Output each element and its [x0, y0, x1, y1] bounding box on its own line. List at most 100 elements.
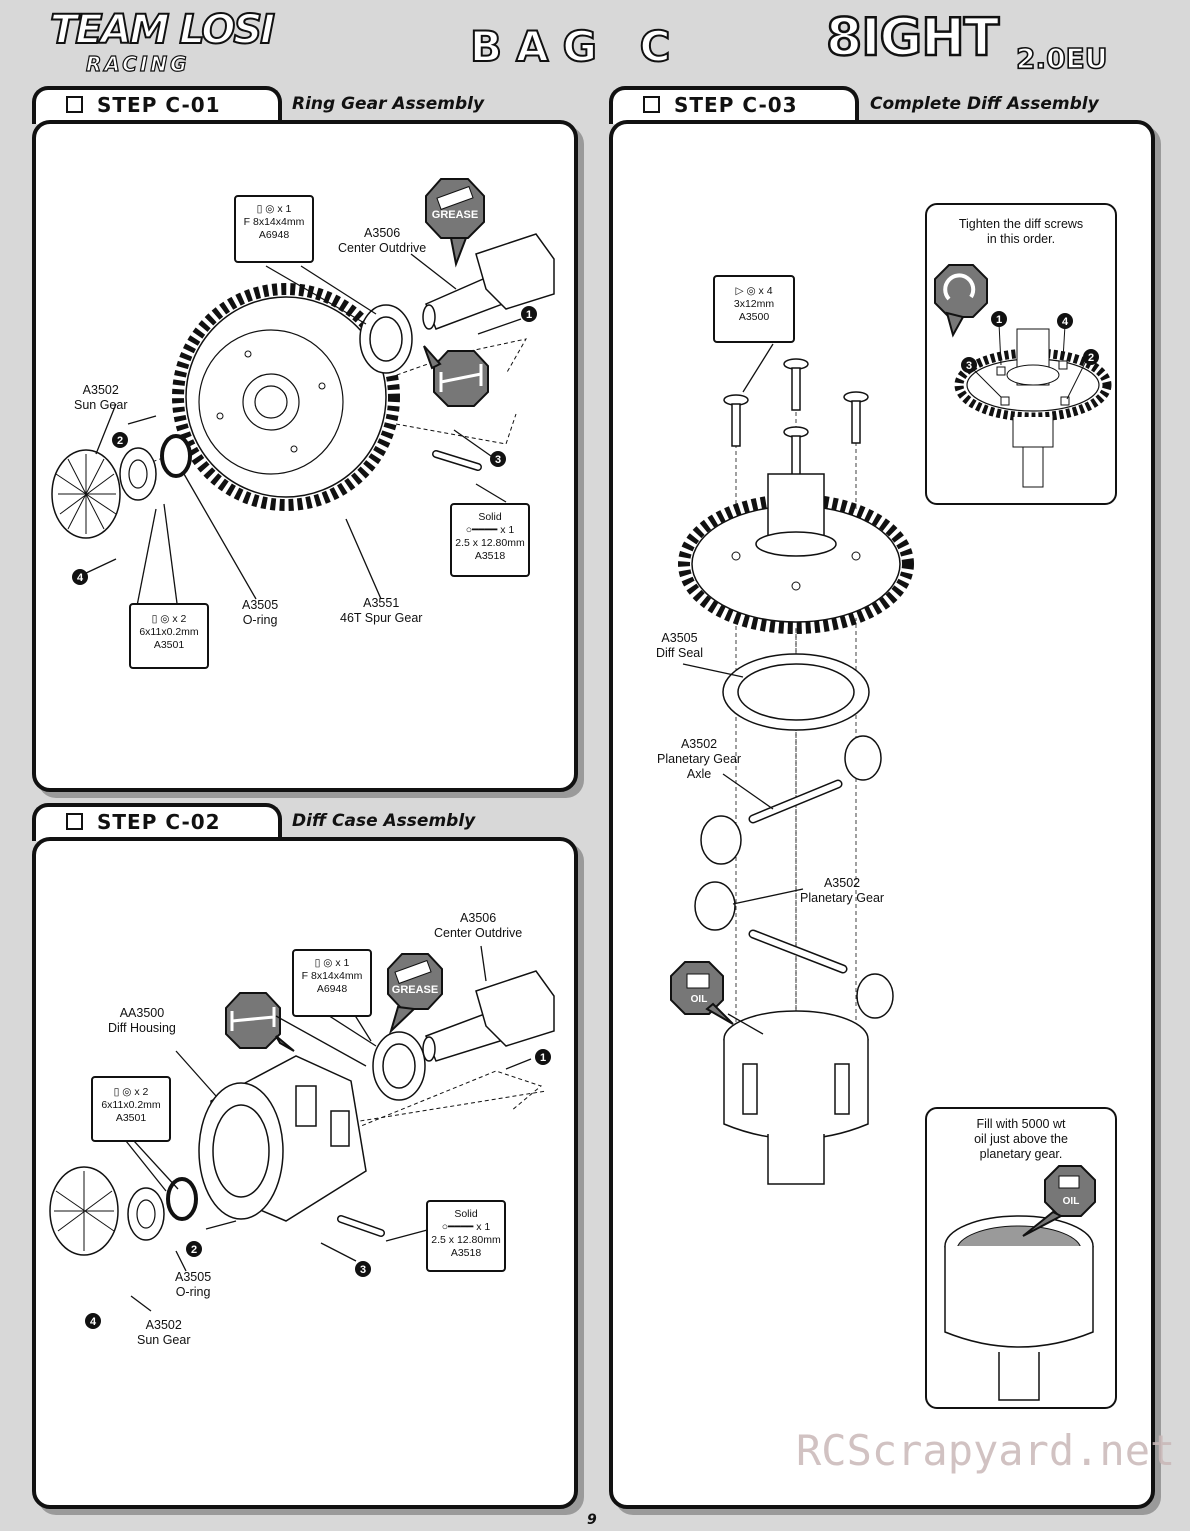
axle-name-1: Planetary Gear	[657, 752, 742, 766]
oil-fill-inset: Fill with 5000 wt oil just above the pla…	[925, 1107, 1117, 1409]
sun-gear-icon	[51, 449, 121, 539]
outdrive-part: A3506	[460, 911, 497, 925]
step-c02-diagram: GREASE 1 2 3 4	[49, 945, 555, 1329]
shim-thumb-icon: ▯ ◎	[151, 613, 170, 625]
tighten-note-2: in this order.	[986, 232, 1056, 246]
diff-housing-icon	[723, 1010, 869, 1185]
callout-3: 3	[490, 451, 506, 467]
bag-title: BAG C	[469, 21, 685, 72]
hw-type: Solid	[478, 511, 502, 523]
oil-icon: OIL	[1022, 1165, 1096, 1237]
hw-qty: x 1	[500, 524, 515, 536]
oil-icon: OIL	[670, 961, 734, 1025]
sun-gear-label-c02: A3502 Sun Gear	[137, 1318, 191, 1348]
svg-text:4: 4	[77, 572, 84, 584]
planetary-part: A3502	[823, 876, 861, 890]
outdrive-name: Center Outdrive	[434, 926, 523, 940]
hw-size: 2.5 x 12.80mm	[455, 537, 525, 549]
orientation-icon	[423, 345, 489, 407]
axle-name-2: Axle	[686, 767, 712, 781]
watermark: RCScrapyard.net	[796, 1426, 1176, 1475]
callout-2: 2	[112, 432, 128, 448]
hw-shim-c02: ▯ ◎ x 2 6x11x0.2mm A3501	[91, 1076, 171, 1142]
planetary-gear-icon	[694, 735, 894, 1019]
step-c03-header: STEP C-03	[643, 93, 798, 117]
step-c02-tab	[32, 803, 282, 841]
checkbox-icon[interactable]	[643, 96, 660, 113]
grease-label: GREASE	[392, 984, 438, 996]
callout-2: 2	[186, 1241, 202, 1257]
checkbox-icon[interactable]	[66, 96, 83, 113]
svg-text:2: 2	[117, 435, 123, 447]
hw-part: A3501	[153, 639, 185, 651]
oring-label: A3505 O-ring	[242, 598, 278, 628]
tighten-order-inset: Tighten the diff screws in this order. 1…	[925, 203, 1117, 505]
step-c03-title: Complete Diff Assembly	[870, 94, 1099, 114]
screw-icon	[723, 358, 869, 479]
svg-text:1: 1	[540, 1052, 546, 1064]
model-version: 2.0EU	[1015, 41, 1108, 76]
order-4: 4	[1062, 316, 1069, 328]
step-c03-rule	[625, 121, 835, 123]
step-c01-label: STEP C-01	[97, 93, 221, 117]
spur-label: A3551 46T Spur Gear	[340, 596, 422, 626]
step-c02-label: STEP C-02	[97, 810, 221, 834]
svg-text:1: 1	[526, 309, 532, 321]
oil-label: OIL	[1063, 1196, 1080, 1207]
pin-icon	[432, 450, 482, 471]
page-number: 9	[587, 1512, 597, 1528]
order-3: 3	[966, 360, 972, 372]
hw-part: A3518	[474, 550, 506, 562]
tighten-note-1: Tighten the diff screws	[958, 217, 1084, 231]
bearing-thumb-icon: ▯ ◎	[256, 203, 275, 215]
svg-text:3: 3	[495, 454, 501, 466]
hw-part: A3518	[450, 1247, 482, 1259]
model-logo: 8IGHT	[825, 8, 1001, 68]
step-c01-rule	[48, 121, 258, 123]
tighten-diagram: 1 2 3 4	[934, 264, 1112, 488]
pin-icon	[337, 1215, 385, 1237]
planetary-axle-icon	[748, 779, 848, 974]
spur-name: 46T Spur Gear	[340, 611, 423, 625]
oil-label: OIL	[691, 994, 708, 1005]
oring-part: A3505	[242, 598, 279, 612]
housing-label: AA3500 Diff Housing	[108, 1006, 176, 1036]
hw-qty: x 1	[277, 203, 292, 215]
bearing-thumb-icon: ▯ ◎	[314, 957, 333, 969]
hw-part: A6948	[316, 983, 348, 995]
step-c01-diagram: GREASE 1 2 3 4	[51, 178, 555, 612]
callout-4: 4	[85, 1313, 101, 1329]
hw-qty: x 4	[758, 285, 773, 297]
rotate-icon	[934, 264, 988, 338]
oring-name: O-ring	[242, 613, 278, 627]
sun-gear-icon	[49, 1166, 119, 1256]
pin-thumb-icon: ○━━━━	[441, 1221, 474, 1233]
svg-text:2: 2	[191, 1244, 197, 1256]
outdrive-icon	[422, 970, 555, 1062]
step-c03-label: STEP C-03	[674, 93, 798, 117]
axle-part: A3502	[680, 737, 718, 751]
grease-icon: GREASE	[425, 178, 485, 268]
hw-qty: x 2	[134, 1086, 149, 1098]
housing-part: AA3500	[119, 1006, 165, 1020]
step-c02-header: STEP C-02	[66, 810, 221, 834]
step-c01-title: Ring Gear Assembly	[292, 94, 485, 114]
hw-qty: x 2	[172, 613, 187, 625]
sun-gear-name: Sun Gear	[137, 1333, 191, 1347]
outdrive-label-c02: A3506 Center Outdrive	[434, 911, 522, 941]
hw-shim-c01: ▯ ◎ x 2 6x11x0.2mm A3501	[129, 603, 209, 669]
planetary-name: Planetary Gear	[800, 891, 885, 905]
pin-thumb-icon: ○━━━━	[465, 524, 498, 536]
housing-name: Diff Housing	[108, 1021, 176, 1035]
outdrive-label: A3506 Center Outdrive	[338, 226, 426, 256]
hw-size: 3x12mm	[733, 298, 775, 310]
hw-size: 6x11x0.2mm	[139, 626, 199, 638]
oil-fill-diagram: OIL	[944, 1165, 1096, 1401]
hw-part: A6948	[258, 229, 290, 241]
step-c02-rule	[48, 838, 258, 840]
oring-part: A3505	[175, 1270, 212, 1284]
svg-text:4: 4	[90, 1316, 97, 1328]
fill-note-2: oil just above the	[974, 1132, 1068, 1146]
checkbox-icon[interactable]	[66, 813, 83, 830]
hw-size: 2.5 x 12.80mm	[431, 1234, 501, 1246]
